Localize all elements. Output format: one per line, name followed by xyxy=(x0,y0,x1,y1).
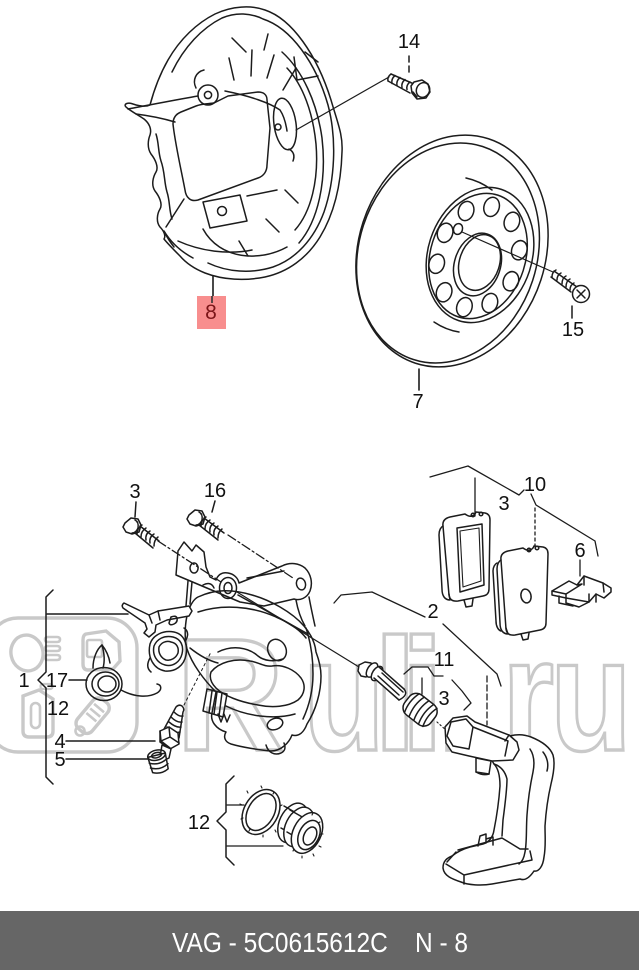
svg-text:4: 4 xyxy=(54,731,65,753)
svg-text:3: 3 xyxy=(129,481,140,503)
svg-text:14: 14 xyxy=(398,31,420,53)
svg-text:u: u xyxy=(303,605,385,784)
svg-text:u: u xyxy=(550,605,632,784)
svg-text:R: R xyxy=(176,605,284,784)
svg-text:12: 12 xyxy=(188,812,210,834)
svg-text:17: 17 xyxy=(46,670,68,692)
svg-text:7: 7 xyxy=(412,391,423,413)
svg-text:6: 6 xyxy=(574,540,585,562)
svg-text:11: 11 xyxy=(434,649,455,671)
svg-text:16: 16 xyxy=(204,480,226,502)
svg-text:1: 1 xyxy=(18,670,29,692)
svg-text:15: 15 xyxy=(562,319,584,341)
svg-text:12: 12 xyxy=(47,698,69,720)
svg-text:10: 10 xyxy=(524,474,546,496)
svg-text:8: 8 xyxy=(205,301,217,324)
svg-text:VAG - 5C0615612C N - 8: VAG - 5C0615612C N - 8 xyxy=(172,927,468,958)
svg-text:3: 3 xyxy=(438,688,449,710)
svg-text:3: 3 xyxy=(498,493,509,515)
svg-text:2: 2 xyxy=(427,601,438,623)
svg-text:5: 5 xyxy=(54,749,65,771)
